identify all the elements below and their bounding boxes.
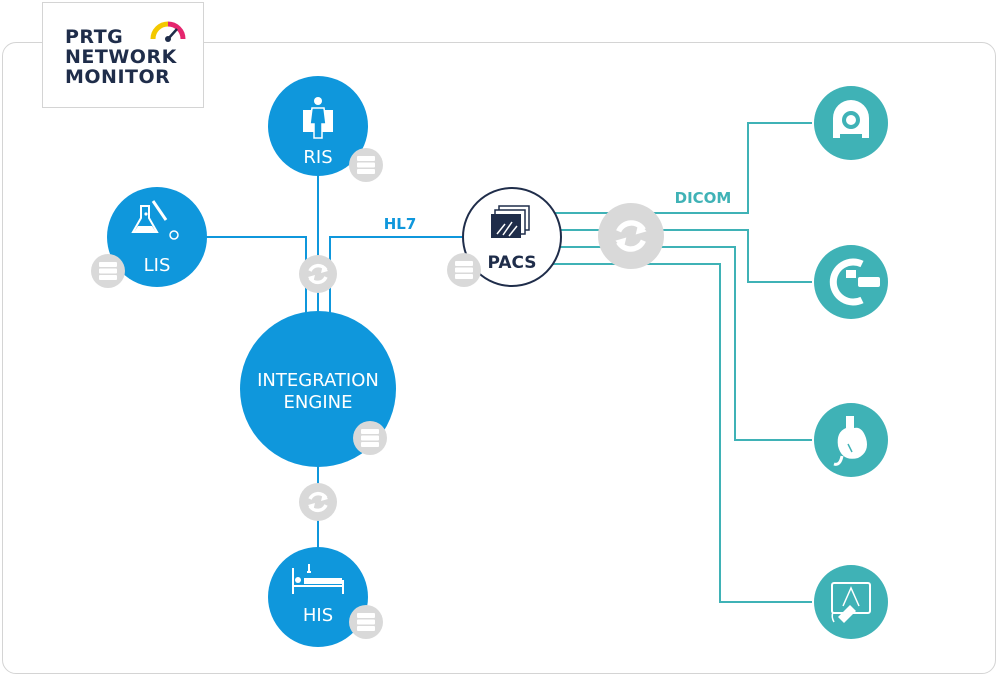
lis-node[interactable]: LIS <box>107 187 207 287</box>
database-icon <box>447 253 481 287</box>
ris-label: RIS <box>303 147 332 168</box>
ct-scanner-device[interactable] <box>814 86 888 160</box>
ultrasound-icon <box>831 582 871 623</box>
sync-icon <box>299 255 337 293</box>
database-icon <box>349 148 383 182</box>
endoscopy-stomach-icon <box>833 416 867 466</box>
his-node[interactable]: HIS <box>268 547 368 647</box>
integration-engine-label-line1: INTEGRATION <box>257 370 379 391</box>
logo-text-network: NETWORK <box>65 46 177 68</box>
ultrasound-device[interactable] <box>814 565 888 639</box>
logo-text-prtg: PRTG <box>65 26 124 48</box>
hl7-label: HL7 <box>384 215 417 233</box>
pacs-label: PACS <box>487 253 536 273</box>
diagram-frame <box>2 42 996 674</box>
sync-icon <box>299 483 337 521</box>
his-label: HIS <box>303 605 333 626</box>
endoscopy-device[interactable] <box>814 403 888 477</box>
integration-engine-label-line2: ENGINE <box>284 392 353 413</box>
ris-node[interactable]: RIS <box>268 76 368 176</box>
ct-scanner-icon <box>833 100 869 138</box>
database-icon <box>353 421 387 455</box>
lab-flask-icon <box>131 200 179 240</box>
sync-icon <box>598 203 664 269</box>
lis-label: LIS <box>144 255 171 276</box>
gauge-icon <box>150 21 186 42</box>
pacs-node[interactable]: PACS <box>462 187 562 287</box>
logo-text-monitor: MONITOR <box>65 66 171 88</box>
xray-patient-icon <box>303 97 333 139</box>
prtg-logo: PRTG NETWORK MONITOR <box>42 2 204 108</box>
c-arm-xray-icon <box>829 258 880 306</box>
xray-films-icon <box>491 205 530 238</box>
c-arm-device[interactable] <box>814 245 888 319</box>
hospital-bed-icon <box>292 564 344 594</box>
database-icon <box>91 254 125 288</box>
dicom-label: DICOM <box>675 189 732 207</box>
database-icon <box>349 605 383 639</box>
